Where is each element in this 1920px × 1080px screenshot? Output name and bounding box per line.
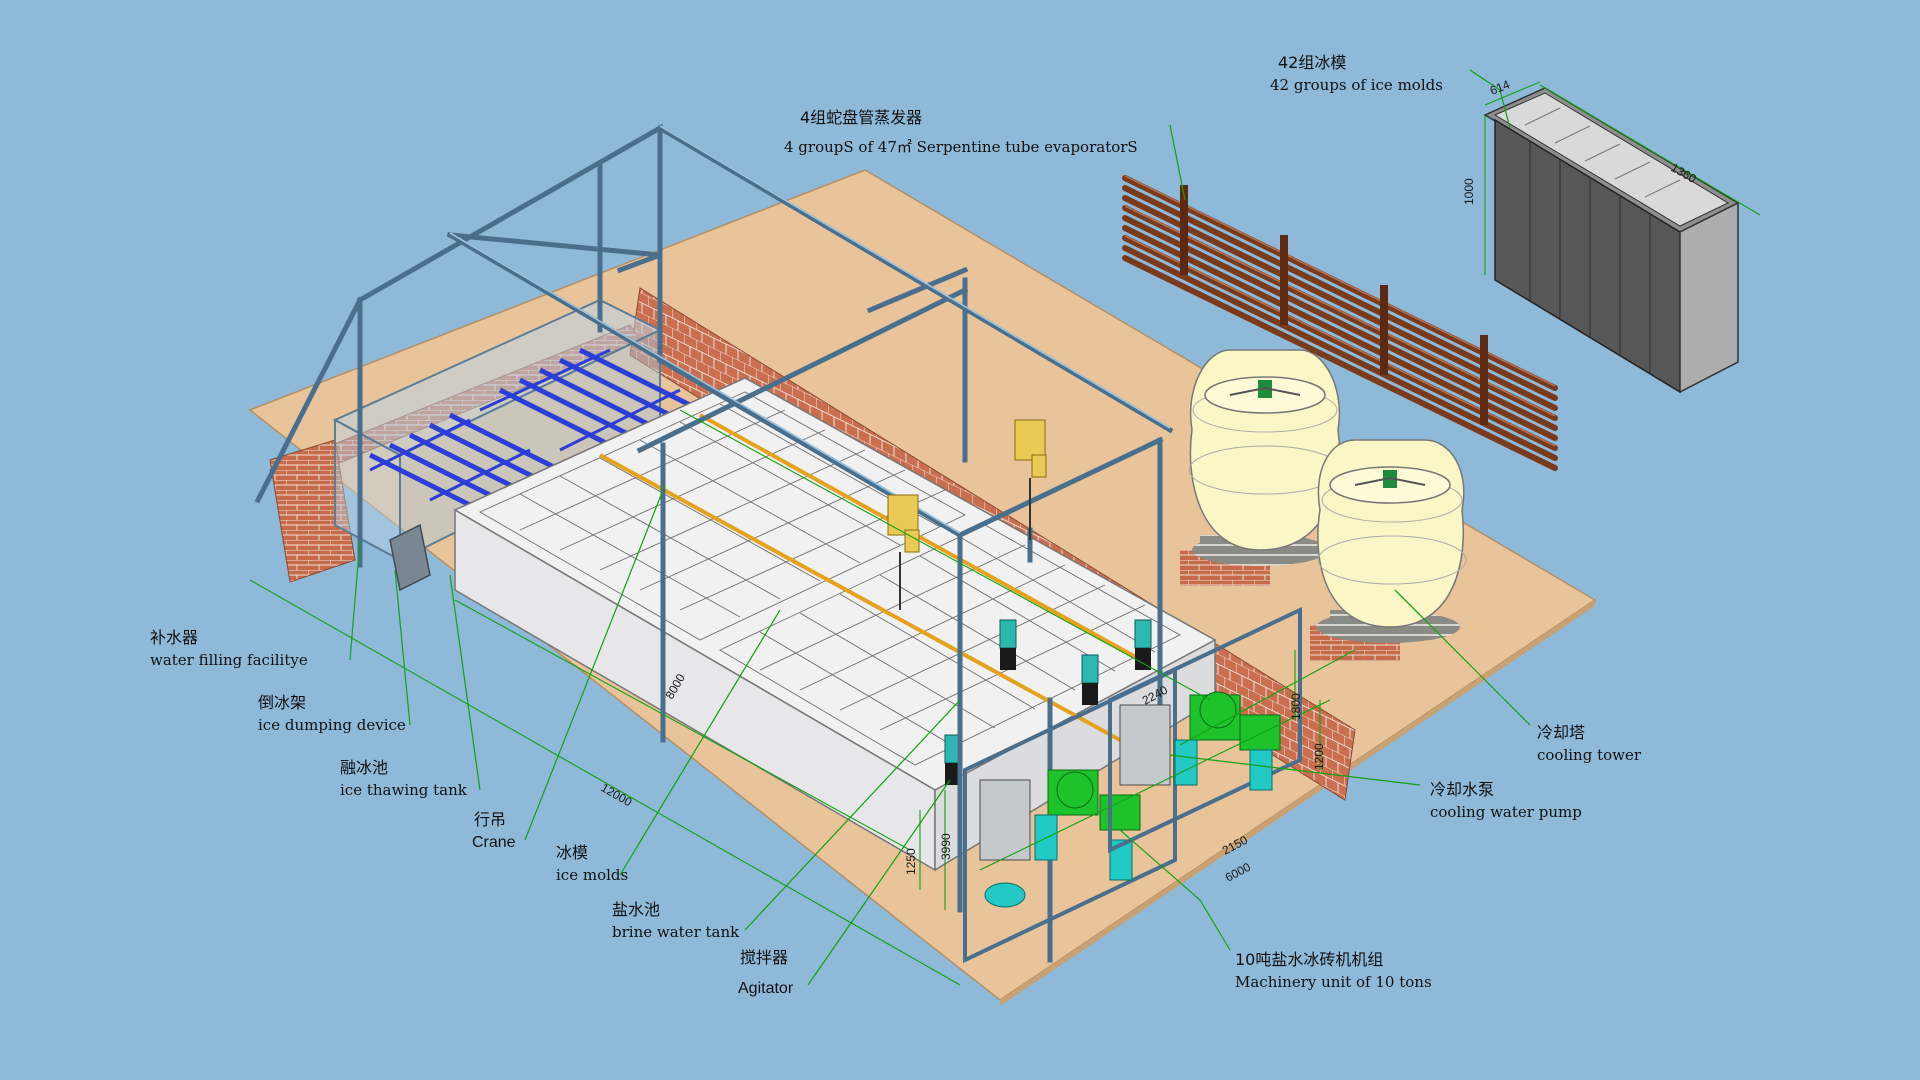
label-ice-thawing-en: ice thawing tank: [340, 781, 468, 799]
cooling-tower-1: [1180, 349, 1342, 586]
dim-length-total: 12000: [599, 780, 635, 809]
crane-hoists: [887, 419, 1047, 610]
label-ice-thawing-zh: 融冰池: [340, 758, 388, 777]
dim-h2: 1200: [1312, 743, 1326, 770]
steel-frame: [254, 123, 1174, 963]
dim-mold-height: 1000: [1462, 178, 1476, 205]
machinery-unit-back: [1108, 606, 1302, 854]
label-evaporator-zh: 4组蛇盘管蒸发器: [800, 108, 922, 127]
label-brine-tank-zh: 盐水池: [612, 900, 660, 919]
label-water-filling-zh: 补水器: [150, 628, 198, 647]
label-cooling-pump-en: cooling water pump: [1430, 803, 1582, 821]
serpentine-evaporator: [1122, 175, 1558, 471]
label-brine-tank-en: brine water tank: [612, 923, 740, 941]
label-cooling-pump-zh: 冷却水泵: [1430, 780, 1494, 799]
label-ice-dumping-en: ice dumping device: [258, 716, 406, 734]
label-crane-zh: 行吊: [474, 810, 506, 829]
machinery-unit-front: [963, 666, 1177, 964]
component-labels: 42组冰模 42 groups of ice molds 4组蛇盘管蒸发器 4 …: [150, 53, 1642, 997]
label-water-filling-en: water filling facilitye: [150, 651, 308, 669]
label-machinery-zh: 10吨盐水冰砖机机组: [1235, 950, 1383, 969]
label-evaporator-en: 4 groupS of 47㎡ Serpentine tube evaporat…: [784, 138, 1138, 156]
dim-h1: 1800: [1289, 693, 1303, 720]
dim-w-total: 6000: [1223, 860, 1253, 885]
dim-h-tank: 1250: [904, 848, 918, 875]
dimension-lines: [249, 81, 1761, 986]
ice-mold-block: [1483, 87, 1740, 394]
cooling-tower-2: [1310, 439, 1467, 661]
label-cooling-tower-zh: 冷却塔: [1537, 723, 1585, 742]
label-ice-molds-group-zh: 42组冰模: [1278, 53, 1346, 72]
label-ice-molds-group-en: 42 groups of ice molds: [1270, 76, 1443, 94]
label-agitator-zh: 搅拌器: [740, 948, 788, 967]
label-ice-molds-zh: 冰模: [556, 843, 588, 862]
agitator-motors: [944, 619, 1152, 785]
dim-h-frame: 3990: [939, 833, 953, 860]
label-ice-dumping-zh: 倒冰架: [258, 693, 306, 712]
brick-wall-left: [269, 439, 356, 583]
leader-lines: [349, 69, 1531, 986]
label-cooling-tower-en: cooling tower: [1537, 746, 1642, 764]
label-ice-molds-en: ice molds: [556, 866, 628, 884]
label-agitator-en: Agitator: [738, 980, 794, 997]
label-machinery-en: Machinery unit of 10 tons: [1235, 973, 1432, 991]
label-crane-en: Crane: [472, 834, 516, 851]
